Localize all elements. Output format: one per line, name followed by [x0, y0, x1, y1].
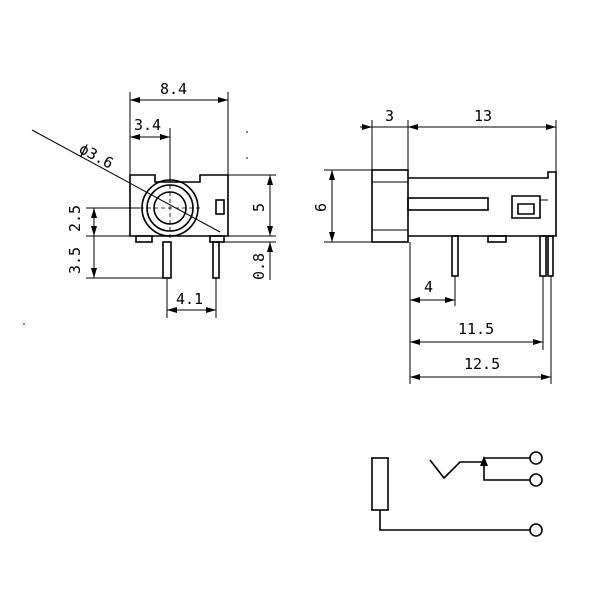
tip-contact: [429, 459, 484, 480]
dim-pin-length-3-5: 3.5: [66, 247, 84, 274]
switch-lead: [483, 476, 530, 481]
dim-body-height-5: 5: [250, 203, 268, 212]
dim-pin2-offset-11-5: 11.5: [458, 320, 494, 338]
side-foot: [487, 235, 507, 243]
side-pin-3: [547, 235, 554, 277]
side-pin-1: [451, 235, 459, 277]
diameter-leader-line: [31, 129, 221, 233]
side-body-outline: [408, 171, 557, 237]
front-body-outline: [129, 174, 229, 237]
sleeve-contact: [371, 457, 389, 511]
side-pin-2: [539, 235, 547, 277]
dim-standoff-0-8: 0.8: [250, 253, 268, 280]
terminal-sleeve: [529, 523, 543, 537]
front-pin-right: [212, 241, 220, 279]
front-view: 8.4 3.4 ϕ3.6 2.5 3.5 5 0.8: [31, 80, 276, 318]
side-contact: [511, 195, 541, 219]
front-latch-mark: [215, 199, 225, 215]
side-plunger: [407, 197, 489, 211]
front-foot-left: [135, 235, 153, 243]
dim-center-3-4: 3.4: [134, 116, 161, 134]
dim-pin3-offset-12-5: 12.5: [464, 355, 500, 373]
front-pin-left: [162, 241, 172, 279]
terminal-tip: [529, 451, 543, 465]
dim-pin-spacing-4-1: 4.1: [176, 290, 203, 308]
dim-body-length-13: 13: [474, 107, 492, 125]
dim-center-height-2-5: 2.5: [66, 205, 84, 232]
side-view: 3 13 6 4 11.5 12.5: [312, 107, 557, 384]
sleeve-lead: [379, 510, 530, 531]
dim-width-8-4: 8.4: [160, 80, 187, 98]
side-collar: [371, 169, 409, 243]
dim-collar-length-3: 3: [385, 107, 394, 125]
dim-pin1-offset-4: 4: [424, 278, 433, 296]
dim-collar-height-6: 6: [312, 203, 330, 212]
front-foot-right: [209, 235, 225, 243]
schematic-symbol: [371, 451, 543, 537]
switch-arrow-icon: [480, 456, 488, 466]
dim-diameter-3-6: ϕ3.6: [76, 140, 116, 173]
tip-lead: [483, 457, 530, 462]
terminal-switch: [529, 473, 543, 487]
